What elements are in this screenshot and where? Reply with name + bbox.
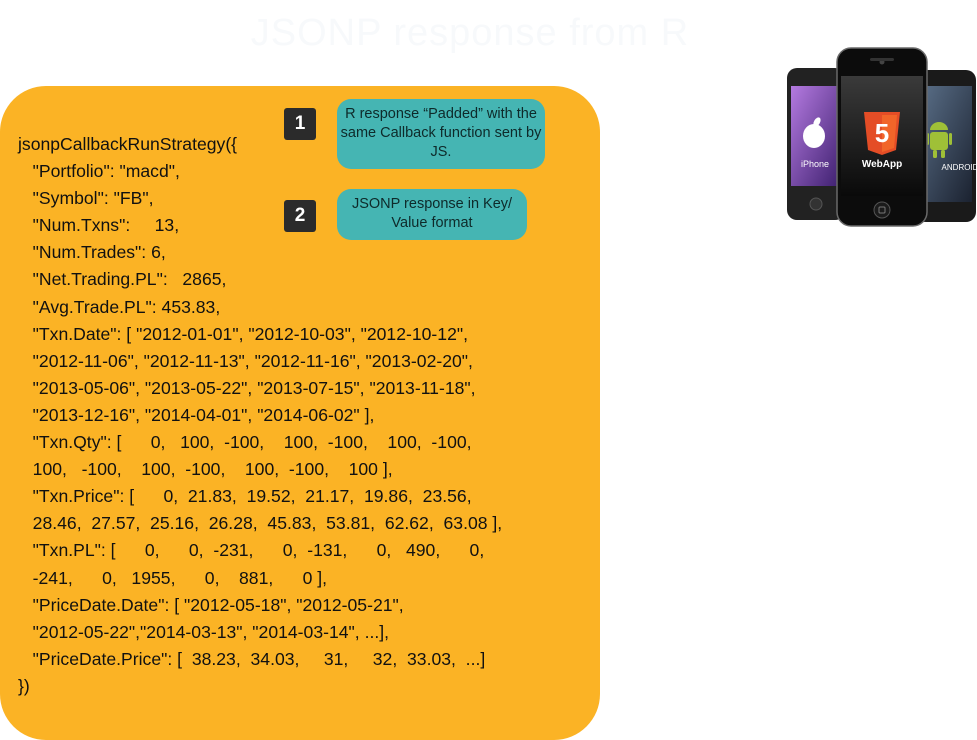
apple-icon: [803, 117, 825, 148]
smartphones-image: iPhone ANDROID 5 WebApp: [787, 47, 977, 227]
code-line: "PriceDate.Price": [ 38.23, 34.03, 31, 3…: [18, 648, 486, 669]
code-line: "Txn.Price": [ 0, 21.83, 19.52, 21.17, 1…: [18, 486, 472, 507]
html5-mark: 5: [875, 118, 889, 148]
slide-title: JSONP response from R: [250, 12, 690, 54]
code-line: "PriceDate.Date": [ "2012-05-18", "2012-…: [18, 594, 404, 615]
iphone-device: iPhone: [787, 68, 845, 220]
code-line: "2013-12-16", "2014-04-01", "2014-06-02"…: [18, 404, 375, 425]
webapp-label: WebApp: [862, 159, 902, 170]
iphone-label: iPhone: [801, 159, 829, 169]
code-line: "2012-11-06", "2012-11-13", "2012-11-16"…: [18, 350, 473, 371]
callout-1-bubble: R response “Padded” with the same Callba…: [337, 99, 545, 169]
android-label: ANDROID: [942, 163, 977, 172]
code-line: "2012-05-22","2014-03-13", "2014-03-14",…: [18, 621, 390, 642]
code-line: "Txn.Qty": [ 0, 100, -100, 100, -100, 10…: [18, 432, 472, 453]
code-line: }): [18, 675, 30, 696]
code-line: "Num.Txns": 13,: [18, 215, 180, 236]
code-line: jsonpCallbackRunStrategy({: [18, 134, 238, 154]
code-line: "2013-05-06", "2013-05-22", "2013-07-15"…: [18, 377, 476, 398]
webapp-device: 5 WebApp: [836, 47, 928, 227]
code-line: "Avg.Trade.PL": 453.83,: [18, 296, 221, 317]
callout-2-bubble: JSONP response in Key/ Value format: [337, 189, 527, 240]
html5-icon: 5: [864, 112, 900, 155]
json-response-code: jsonpCallbackRunStrategy({ "Portfolio": …: [18, 131, 502, 700]
code-line: -241, 0, 1955, 0, 881, 0 ],: [18, 567, 328, 588]
code-line: 100, -100, 100, -100, 100, -100, 100 ],: [18, 459, 393, 480]
callout-1-badge: 1: [284, 108, 316, 140]
callout-2-badge: 2: [284, 200, 316, 232]
code-line: "Txn.PL": [ 0, 0, -231, 0, -131, 0, 490,…: [18, 540, 485, 561]
code-line: "Num.Trades": 6,: [18, 242, 166, 263]
code-line: "Portfolio": "macd",: [18, 161, 180, 182]
code-line: 28.46, 27.57, 25.16, 26.28, 45.83, 53.81…: [18, 513, 503, 534]
code-line: "Net.Trading.PL": 2865,: [18, 269, 227, 290]
android-device: ANDROID: [916, 70, 977, 222]
code-line: "Txn.Date": [ "2012-01-01", "2012-10-03"…: [18, 323, 468, 344]
code-line: "Symbol": "FB",: [18, 188, 154, 209]
